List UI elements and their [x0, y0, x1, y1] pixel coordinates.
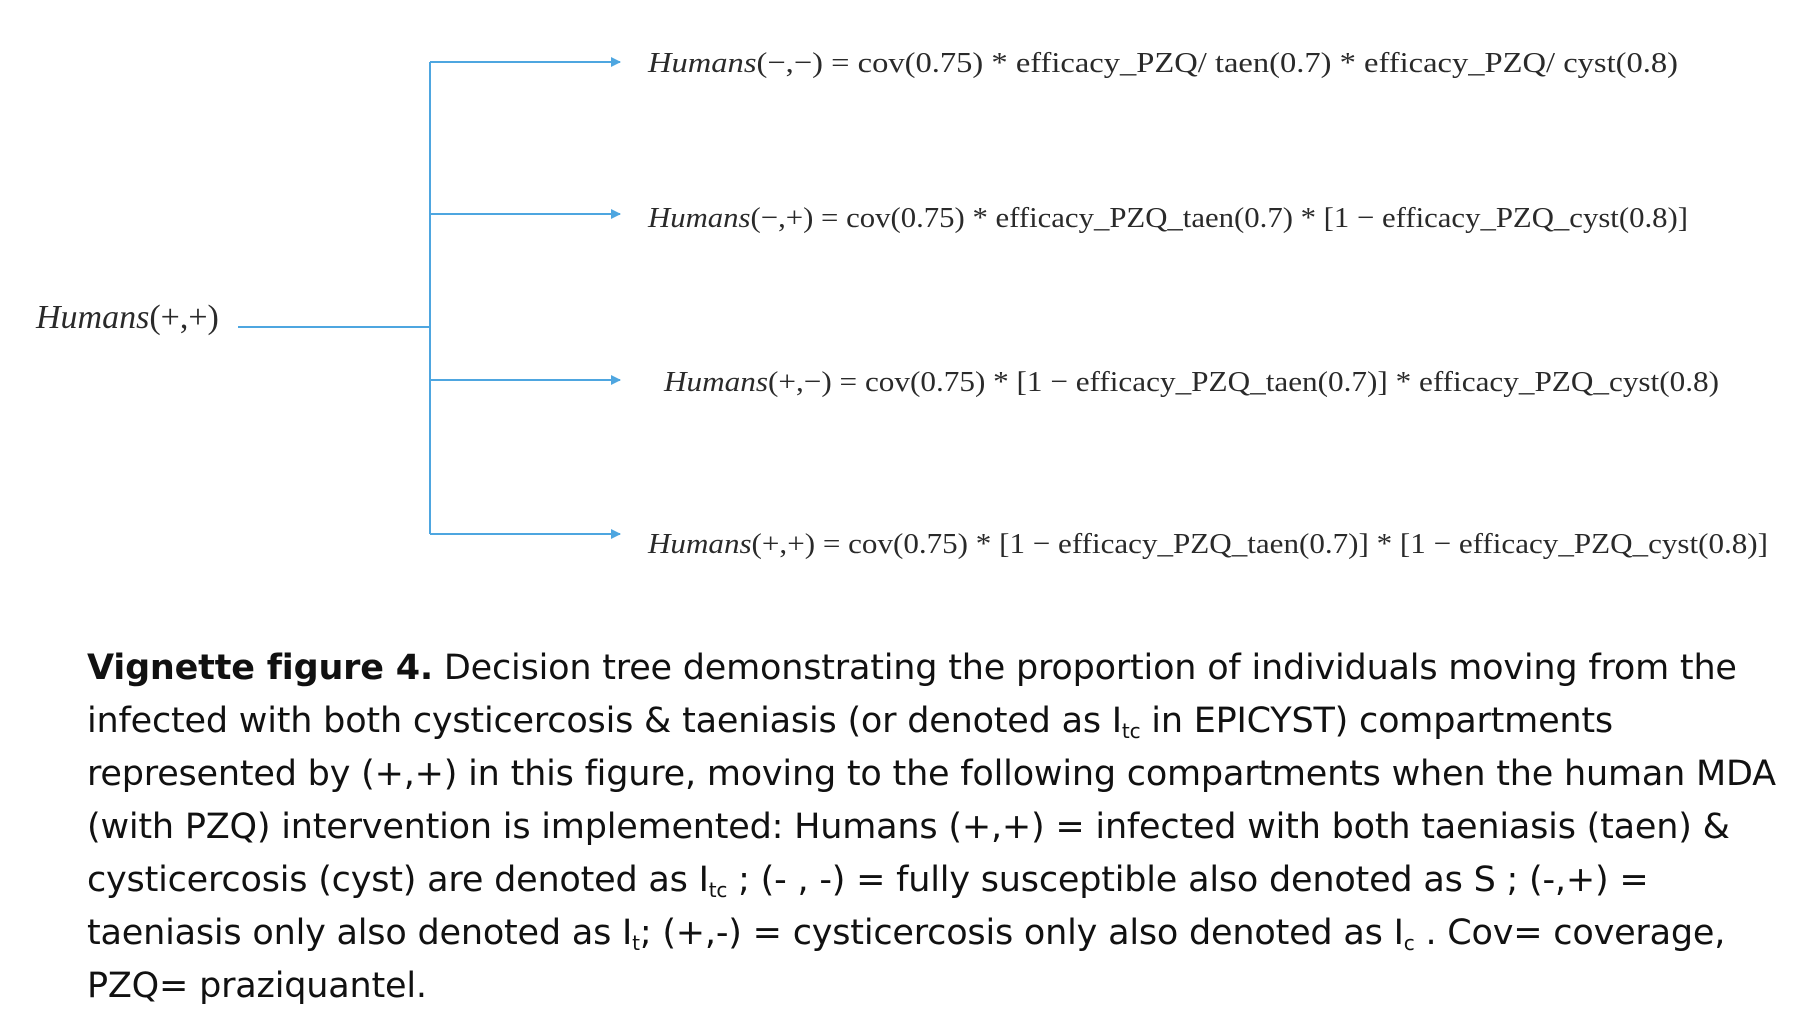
- caption-text: . Cov= coverage, PZQ= praziquantel.: [87, 913, 1726, 1006]
- caption-subscript: c: [1403, 931, 1415, 955]
- tree-connectors: [238, 57, 621, 539]
- branch-formula-3: Humans(+,−) = cov(0.75) * [1 − efficacy_…: [663, 366, 1719, 398]
- branch-equation: = cov(0.75) * [1 − efficacy_PZQ_taen(0.7…: [832, 366, 1719, 398]
- branch-formula-4: Humans(+,+) = cov(0.75) * [1 − efficacy_…: [647, 528, 1768, 560]
- root-node-label: Humans(+,+): [35, 299, 219, 336]
- branch-equation: = cov(0.75) * efficacy_PZQ/ taen(0.7) * …: [823, 47, 1678, 79]
- branch-name: Humans: [647, 528, 752, 560]
- branch-name: Humans: [647, 47, 757, 79]
- branch-equation: = cov(0.75) * efficacy_PZQ_taen(0.7) * […: [813, 202, 1688, 234]
- branch-state: (−,−): [756, 47, 823, 79]
- caption-text: ; (- , -) = fully susceptible also denot…: [87, 860, 1649, 953]
- decision-tree: Humans(+,+) Humans(−,−) = cov(0.75) * ef…: [35, 47, 1768, 560]
- branch-state: (−,+): [751, 202, 814, 234]
- figure-caption: Vignette figure 4. Decision tree demonst…: [87, 642, 1787, 1013]
- caption-text: in EPICYST) compartments represented by …: [87, 701, 1776, 900]
- caption-text: ; (+,-) = cysticercosis only also denote…: [639, 913, 1404, 953]
- branch-equation: = cov(0.75) * [1 − efficacy_PZQ_taen(0.7…: [815, 528, 1768, 560]
- root-node-name: Humans: [35, 299, 149, 336]
- branch-name: Humans: [647, 202, 751, 234]
- caption-subscript: tc: [708, 878, 728, 902]
- caption-text: Decision tree demonstrating the proporti…: [87, 648, 1737, 741]
- branch-state: (+,+): [752, 528, 816, 560]
- caption-subscript: tc: [1121, 719, 1141, 743]
- caption-subscript: t: [632, 931, 640, 955]
- branch-formula-1: Humans(−,−) = cov(0.75) * efficacy_PZQ/ …: [647, 47, 1678, 79]
- branch-name: Humans: [663, 366, 768, 398]
- root-node-state: (+,+): [149, 299, 219, 336]
- caption-lead: Vignette figure 4.: [87, 648, 433, 688]
- branch-formula-2: Humans(−,+) = cov(0.75) * efficacy_PZQ_t…: [647, 202, 1688, 234]
- branch-state: (+,−): [768, 366, 832, 398]
